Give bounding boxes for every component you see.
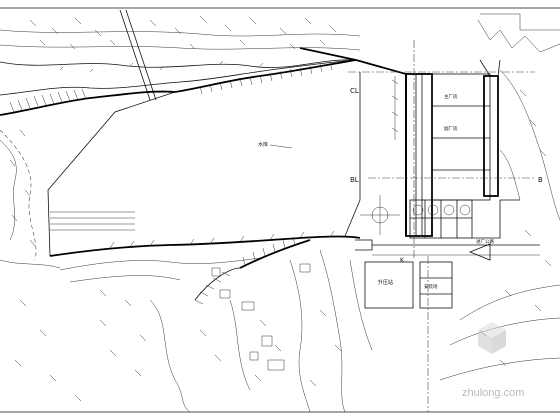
watermark: zhulong.com <box>462 322 524 399</box>
right-terrain <box>439 13 560 381</box>
label-axis-k: K <box>400 257 405 264</box>
drawing-border <box>0 7 560 413</box>
watermark-logo-icon <box>478 322 506 354</box>
label-axis-b: B <box>538 176 543 184</box>
powerhouse-complex <box>299 40 540 412</box>
terrain-marks-top <box>29 15 337 50</box>
left-contours <box>0 129 61 269</box>
watermark-text: zhulong.com <box>462 387 524 399</box>
reservoir-outline: 水库 <box>47 91 361 257</box>
label-building-1: 主厂房 <box>444 93 458 100</box>
upper-slope <box>0 9 361 116</box>
lower-terrain <box>14 236 373 413</box>
label-building-4: 安装场 <box>424 283 438 290</box>
label-cl: CL <box>350 87 359 95</box>
label-building-3: 升压站 <box>378 279 393 286</box>
label-bl: BL <box>350 176 359 184</box>
plan-labels: CL BL B K 主厂房 副厂房 升压站 安装场 进厂公路 <box>350 87 543 290</box>
label-building-2: 副厂房 <box>444 125 458 132</box>
reservoir-note: 水库 <box>258 141 268 148</box>
label-road: 进厂公路 <box>476 238 494 245</box>
